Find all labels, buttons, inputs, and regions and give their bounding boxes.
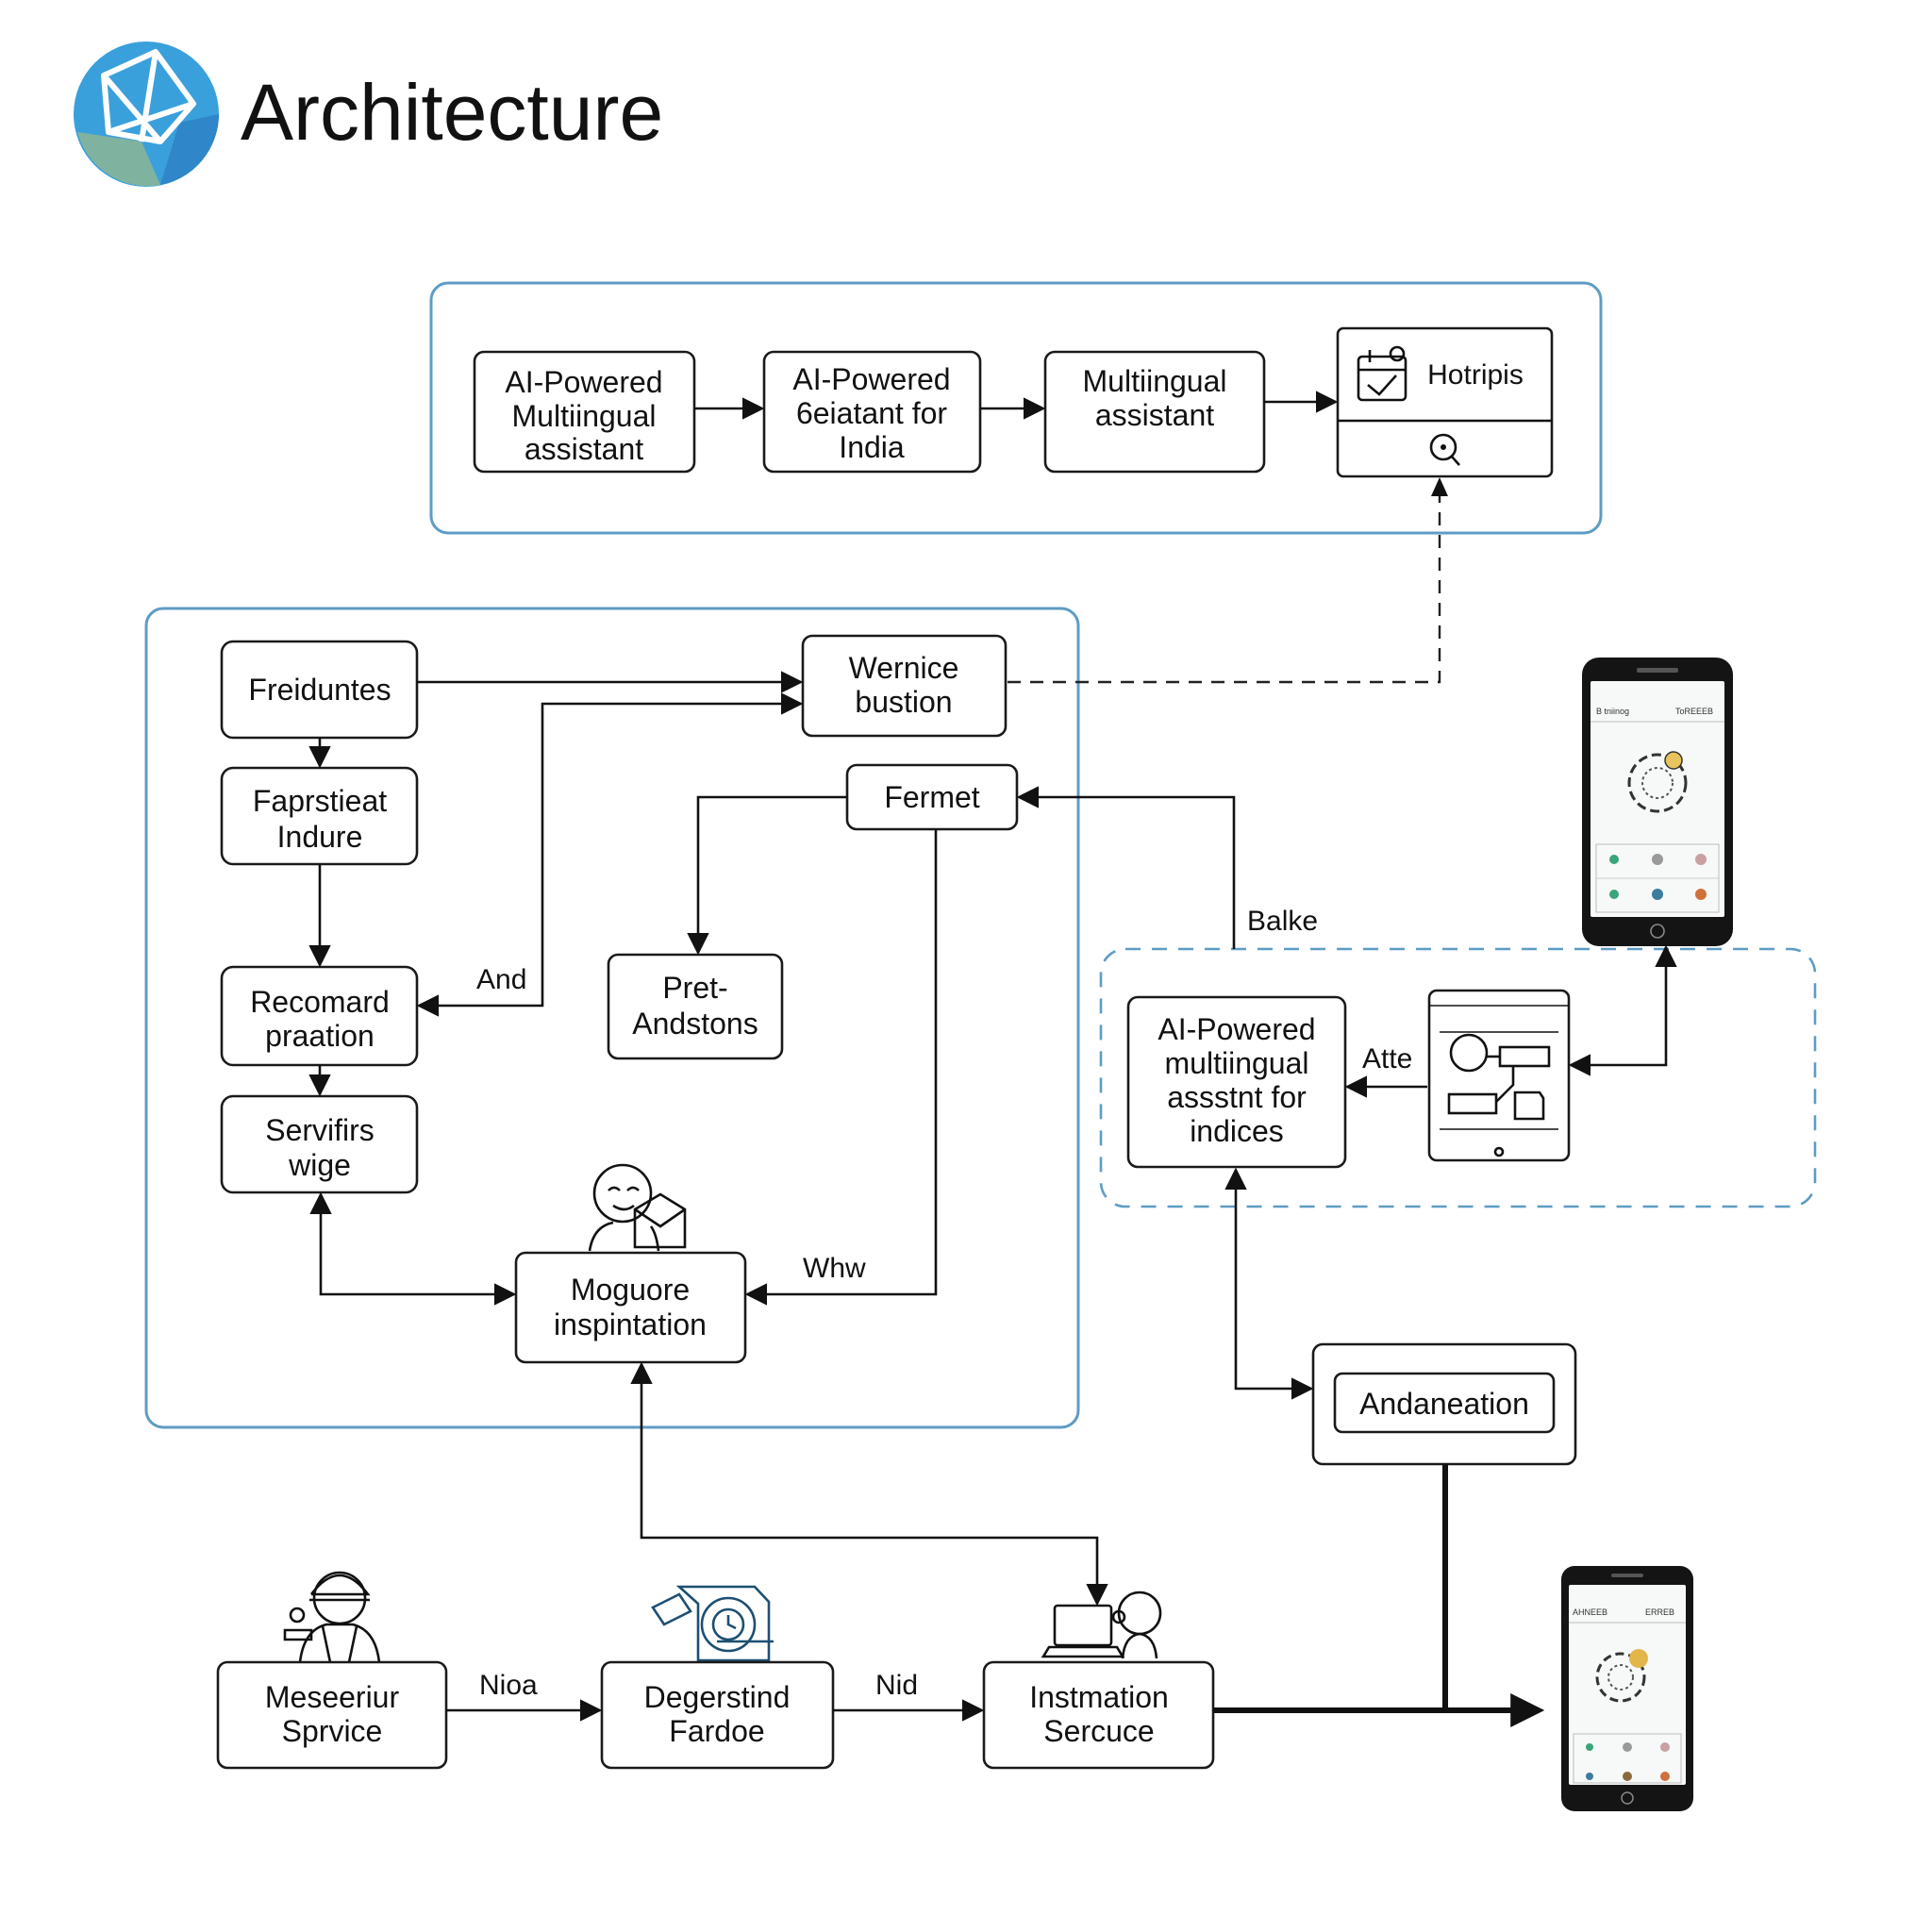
edge-label: Atte xyxy=(1362,1043,1412,1074)
node-line: indices xyxy=(1190,1114,1284,1148)
node-freiduntes[interactable]: Freiduntes xyxy=(220,640,419,740)
top-group-frame xyxy=(429,281,1603,535)
person-envelope-icon xyxy=(588,1163,687,1252)
node-line: Multiingual xyxy=(1083,364,1227,398)
node-servifirs[interactable]: Servifirs wige xyxy=(220,1094,419,1194)
phone-header-right: ToREEEB xyxy=(1675,707,1713,716)
node-andaneation[interactable]: Andaneation xyxy=(1311,1342,1577,1466)
node-label: Freiduntes xyxy=(248,673,391,707)
phone-header-left: B tniinog xyxy=(1596,707,1629,716)
logo-icon xyxy=(74,42,219,187)
node-line: assistant xyxy=(1095,398,1214,432)
edge-label: Nid xyxy=(875,1670,918,1701)
edge xyxy=(1568,944,1677,1076)
dashed-edge xyxy=(1008,481,1441,684)
phone-header-left: AHNEEB xyxy=(1573,1607,1607,1617)
node-recomard[interactable]: Recomard praation xyxy=(220,965,419,1067)
node-line: Andstons xyxy=(632,1007,758,1041)
node-line: Fardoe xyxy=(669,1714,764,1748)
node-line: multiingual xyxy=(1165,1046,1309,1080)
node-line: AI-Powered xyxy=(1158,1012,1315,1046)
magnifier-icon xyxy=(1429,433,1460,466)
top-node-hotripis[interactable]: Hotripis xyxy=(1336,326,1554,478)
node-instmation[interactable]: Instmation Sercuce xyxy=(982,1660,1215,1770)
node-label: Andaneation xyxy=(1359,1387,1529,1421)
document-clock-icon xyxy=(651,1585,774,1662)
node-line: Meseeriur xyxy=(265,1680,400,1714)
top-node-2[interactable]: AI-Powered 6eiatant for India xyxy=(762,350,982,474)
node-line: Wernice xyxy=(849,651,959,685)
header: Architecture xyxy=(74,42,663,187)
edge-label: Whw xyxy=(803,1253,866,1284)
phone-mockup-top: B tniinog ToREEEB xyxy=(1582,658,1733,946)
edge xyxy=(630,1361,1108,1607)
node-line: Sercuce xyxy=(1043,1714,1154,1748)
node-line: Degerstind xyxy=(644,1680,791,1714)
node-line: Sprvice xyxy=(282,1714,383,1748)
arrowhead xyxy=(1431,477,1448,496)
node-label: Fermet xyxy=(884,780,979,814)
edge xyxy=(744,829,938,1306)
node-wernice[interactable]: Wernice bustion xyxy=(801,634,1008,738)
right-group-frame xyxy=(1099,947,1817,1208)
node-line: Instmation xyxy=(1029,1680,1169,1714)
node-line: praation xyxy=(265,1019,375,1053)
phone-mockup-bottom: AHNEEB ERREB xyxy=(1561,1566,1693,1811)
edge xyxy=(1224,1167,1314,1400)
page-title: Architecture xyxy=(241,68,663,157)
edge-label: Balke xyxy=(1247,906,1318,937)
edge xyxy=(416,692,804,1017)
main-group-frame xyxy=(144,607,1080,1429)
worker-icon xyxy=(283,1571,381,1663)
node-line: Moguore xyxy=(571,1273,690,1307)
edge xyxy=(309,1191,517,1306)
top-node-3[interactable]: Multiingual assistant xyxy=(1043,350,1266,474)
top-node-1[interactable]: AI-Powered Multiingual assistant xyxy=(473,350,696,474)
edge xyxy=(687,795,847,956)
node-line: assistant xyxy=(525,432,643,466)
node-meseeriur[interactable]: Meseeriur Sprvice xyxy=(216,1660,448,1770)
node-line: Multiingual xyxy=(512,399,657,433)
edge xyxy=(1016,786,1236,949)
node-ai-powered-indices[interactable]: AI-Powered multiingual assstnt for indic… xyxy=(1126,995,1347,1169)
node-line: assstnt for xyxy=(1167,1080,1307,1114)
node-degerstind[interactable]: Degerstind Fardoe xyxy=(600,1660,835,1770)
node-line: India xyxy=(839,430,905,464)
node-line: wige xyxy=(288,1148,351,1182)
edge-label: Nioa xyxy=(479,1670,538,1701)
node-fermet[interactable]: Fermet xyxy=(845,763,1019,831)
node-line: AI-Powered xyxy=(505,365,662,399)
node-line: Servifirs xyxy=(265,1113,375,1147)
node-line: AI-Powered xyxy=(792,362,950,396)
laptop-person-icon xyxy=(1041,1591,1162,1659)
node-line: bustion xyxy=(855,685,952,719)
phone-header-right: ERREB xyxy=(1645,1607,1674,1617)
node-line: Recomard xyxy=(250,985,390,1019)
node-line: inspintation xyxy=(554,1307,707,1341)
node-moguore[interactable]: Moguore inspintation xyxy=(514,1251,747,1364)
tablet-diagram-icon[interactable] xyxy=(1427,989,1571,1162)
node-line: Pret- xyxy=(662,971,727,1005)
node-faprstieat[interactable]: Faprstieat Indure xyxy=(220,766,419,866)
edge-label: And xyxy=(476,964,526,995)
node-pret-andstons[interactable]: Pret- Andstons xyxy=(607,953,784,1060)
node-line: Faprstieat xyxy=(253,784,387,818)
node-line: 6eiatant for xyxy=(796,396,947,430)
calendar-check-icon xyxy=(1357,345,1407,402)
node-line: Indure xyxy=(277,820,363,854)
hotripis-label: Hotripis xyxy=(1427,359,1524,391)
